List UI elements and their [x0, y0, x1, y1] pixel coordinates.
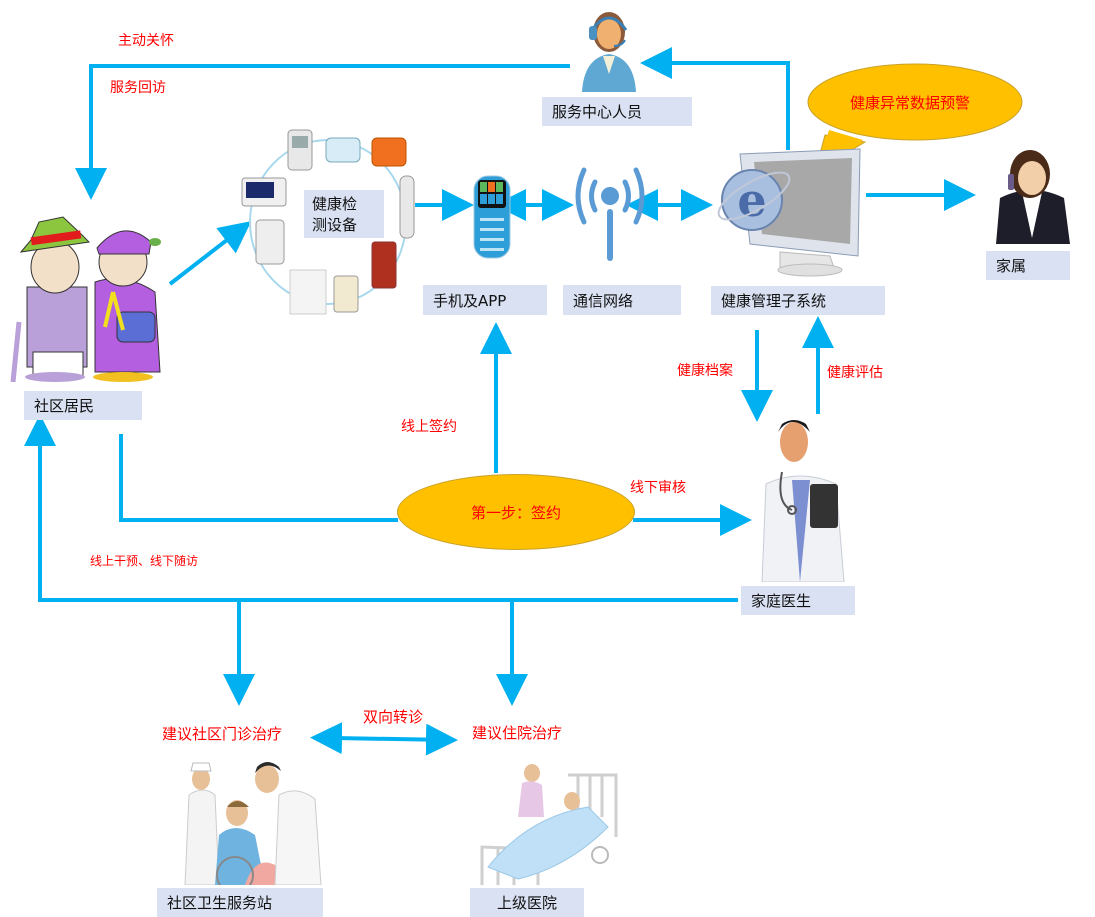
annotation-active-care: 主动关怀 [118, 33, 174, 49]
node-community-station: 社区卫生服务站 [157, 888, 323, 917]
arrow-referral [310, 722, 458, 756]
health-devices-icon [241, 129, 415, 315]
arrow-doctor-to-residents [24, 414, 738, 602]
annotation-offline-review: 线下审核 [630, 480, 686, 496]
alert-text: 健康异常数据预警 [850, 94, 971, 112]
hospital-bed-icon [480, 764, 618, 885]
headset-operator-icon [582, 12, 636, 92]
devices-label-line2: 测设备 [312, 216, 358, 234]
annotation-intervention: 线上干预、线下随访 [90, 554, 199, 568]
node-service-center: 服务中心人员 [542, 97, 692, 126]
mobile-phone-icon [473, 175, 511, 259]
annotation-health-record: 健康档案 [677, 363, 733, 379]
computer-monitor-icon: e [717, 148, 861, 277]
doctor-icon [761, 420, 845, 582]
devices-label-line1: 健康检 [312, 195, 358, 213]
line-residents-to-sign [119, 434, 398, 522]
node-family: 家属 [986, 251, 1070, 280]
arrow-service-to-residents [75, 64, 570, 200]
clinic-scene-icon [184, 762, 322, 885]
wireless-signal-icon [575, 167, 645, 261]
elderly-couple-icon [10, 216, 161, 382]
node-residents: 社区居民 [24, 391, 142, 420]
node-hospital: 上级医院 [470, 888, 584, 917]
step1-sign-callout: 第一步：签约 [397, 474, 635, 550]
annotation-outpatient: 建议社区门诊治疗 [162, 725, 283, 743]
woman-phone-icon [996, 150, 1070, 244]
node-phone: 手机及APP [423, 285, 547, 315]
node-network: 通信网络 [563, 285, 681, 315]
annotation-referral: 双向转诊 [363, 708, 424, 726]
annotation-online-sign: 线上签约 [401, 419, 457, 435]
node-family-doctor: 家庭医生 [741, 586, 855, 615]
annotation-health-assess: 健康评估 [827, 365, 883, 381]
annotation-service-visit: 服务回访 [110, 80, 166, 96]
node-health-system: 健康管理子系统 [711, 286, 885, 315]
arrow-system-to-service [640, 47, 790, 150]
node-devices: 健康检 测设备 [304, 190, 384, 238]
arrow-residents-to-devices [168, 221, 252, 286]
annotation-inpatient: 建议住院治疗 [472, 724, 563, 742]
